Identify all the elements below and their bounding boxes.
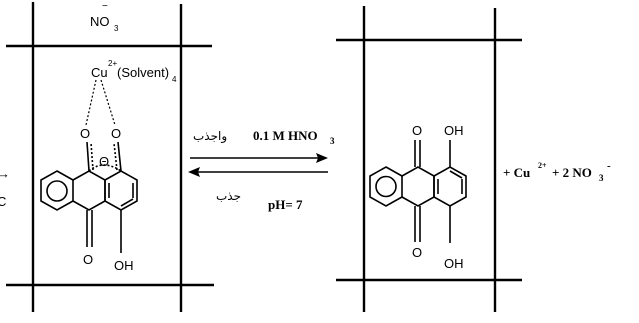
right-hydroxyl-top: OH (444, 123, 464, 138)
left-frame (6, 2, 214, 312)
right-oxygen-top: O (412, 123, 422, 138)
forward-reagent: 0.1 M HNO (253, 128, 318, 143)
reverse-arabic-label: جذب (216, 189, 241, 203)
counter-ion-subscript: 3 (114, 24, 119, 33)
right-molecule-skeleton (369, 140, 467, 243)
equilibrium-arrows (188, 153, 328, 177)
left-oxygen-top-right: O (111, 126, 121, 141)
right-frame (336, 6, 522, 312)
product-copper: + Cu (503, 165, 530, 180)
left-edge-arrow: → (0, 166, 10, 181)
product-nitrate-charge: - (607, 160, 611, 172)
left-hydroxyl-bottom: OH (114, 258, 134, 273)
forward-condition: واجذب 0.1 M HNO 3 (193, 128, 335, 146)
product-nitrate: + 2 NO (552, 165, 592, 180)
products-label: + Cu 2+ + 2 NO 3 - (503, 160, 611, 183)
left-molecule-skeleton (40, 141, 138, 253)
counter-ion-formula: NO (90, 14, 110, 29)
forward-reagent-subscript: 3 (330, 136, 335, 146)
forward-arabic-label: واجذب (193, 129, 227, 144)
left-edge-letter: C (0, 194, 6, 209)
charge-theta: Θ (99, 154, 109, 169)
solvent-label: (Solvent) (117, 65, 169, 80)
right-oxygen-bottom: O (412, 245, 422, 260)
left-oxygen-bottom: O (83, 252, 93, 267)
solvent-count: 4 (172, 75, 177, 84)
counter-ion-charge: − (102, 1, 108, 12)
copper-symbol: Cu (91, 65, 108, 80)
counter-ion-label: − NO 3 (90, 1, 119, 33)
right-hydroxyl-bottom: OH (444, 256, 464, 271)
copper-charge: 2+ (108, 59, 117, 68)
product-copper-charge: 2+ (538, 161, 547, 170)
copper-solvent-label: Cu 2+ (Solvent) 4 (91, 59, 177, 84)
left-oxygen-top-left: O (80, 126, 90, 141)
reverse-condition: جذب pH= 7 (216, 189, 303, 212)
reverse-ph: pH= 7 (268, 197, 303, 212)
product-nitrate-subscript: 3 (599, 173, 604, 183)
coordination-bonds (85, 79, 116, 126)
